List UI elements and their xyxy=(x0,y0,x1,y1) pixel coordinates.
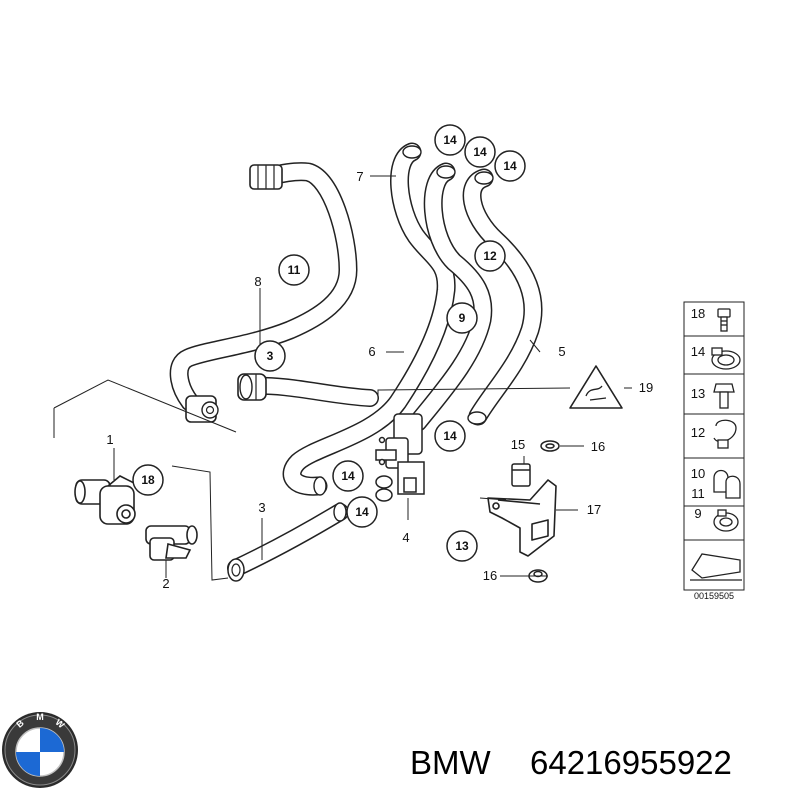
legend-label-9: 9 xyxy=(694,506,701,521)
hose-3-lower xyxy=(227,502,349,582)
part-number: 64216955922 xyxy=(530,744,732,781)
pump-part-1 xyxy=(74,475,137,525)
svg-text:18: 18 xyxy=(141,473,155,487)
label-15: 15 xyxy=(511,437,525,452)
svg-text:12: 12 xyxy=(483,249,497,263)
legend-label-18: 18 xyxy=(691,306,705,321)
legend-label-14: 14 xyxy=(691,344,705,359)
clip-icon xyxy=(713,419,737,449)
callout-13: 13 xyxy=(446,530,478,562)
hose-6 xyxy=(408,162,493,432)
water-valve-part-4 xyxy=(375,413,425,502)
pipe-clip-icon xyxy=(713,509,739,532)
hose-5 xyxy=(462,168,543,426)
callout-14a: 14 xyxy=(434,124,466,156)
callout-14c: 14 xyxy=(494,150,526,182)
svg-text:14: 14 xyxy=(473,145,487,159)
diagram-code: 00159505 xyxy=(694,591,734,601)
legend-label-11: 11 xyxy=(691,486,705,501)
legend-panel: 18 14 13 12 10 11 9 xyxy=(683,301,745,601)
bracket-part-17 xyxy=(487,479,557,557)
label-2: 2 xyxy=(162,576,169,591)
label-19: 19 xyxy=(639,380,653,395)
svg-text:13: 13 xyxy=(455,539,469,553)
hose-3-upper xyxy=(237,373,379,407)
label-3: 3 xyxy=(258,500,265,515)
svg-text:11: 11 xyxy=(288,263,301,277)
hose-clamp-icon xyxy=(711,347,741,370)
svg-text:14: 14 xyxy=(443,133,457,147)
callout-14b: 14 xyxy=(464,136,496,168)
label-5: 5 xyxy=(558,344,565,359)
label-16-upper: 16 xyxy=(591,439,605,454)
grommet-part-16-upper xyxy=(540,440,560,452)
legend-label-10: 10 xyxy=(691,466,705,481)
hose-7 xyxy=(282,142,456,496)
callout-11: 11 xyxy=(278,254,310,286)
legend-label-12: 12 xyxy=(691,425,705,440)
svg-text:3: 3 xyxy=(267,349,274,363)
label-8: 8 xyxy=(254,274,261,289)
legend-label-13: 13 xyxy=(691,386,705,401)
label-1: 1 xyxy=(106,432,113,447)
bolt-icon xyxy=(713,383,735,409)
leader-lines xyxy=(53,175,632,581)
callout-12: 12 xyxy=(474,240,506,272)
label-4: 4 xyxy=(402,530,409,545)
brand-name: BMW xyxy=(410,744,492,781)
arrow-symbol-icon xyxy=(690,553,742,581)
double-clip-icon xyxy=(713,469,741,499)
screw-icon xyxy=(717,308,731,332)
callout-3a: 3 xyxy=(254,340,286,372)
bmw-logo: B M W xyxy=(2,712,78,788)
label-17: 17 xyxy=(587,502,601,517)
svg-text:14: 14 xyxy=(443,429,457,443)
hose-8 xyxy=(169,162,358,423)
label-16-lower: 16 xyxy=(483,568,497,583)
svg-text:B: B xyxy=(14,717,26,729)
clip-part-15 xyxy=(511,463,531,487)
callout-18: 18 xyxy=(132,464,164,496)
label-7: 7 xyxy=(356,169,363,184)
callout-14d: 14 xyxy=(434,420,466,452)
warning-triangle-icon xyxy=(569,365,623,409)
callout-14f: 14 xyxy=(346,496,378,528)
svg-text:M: M xyxy=(36,712,44,722)
svg-text:14: 14 xyxy=(503,159,517,173)
callout-9: 9 xyxy=(446,302,478,334)
valve-part-2 xyxy=(145,525,198,561)
callout-14e: 14 xyxy=(332,460,364,492)
svg-text:9: 9 xyxy=(459,311,466,325)
svg-text:14: 14 xyxy=(341,469,355,483)
svg-text:14: 14 xyxy=(355,505,369,519)
label-6: 6 xyxy=(368,344,375,359)
